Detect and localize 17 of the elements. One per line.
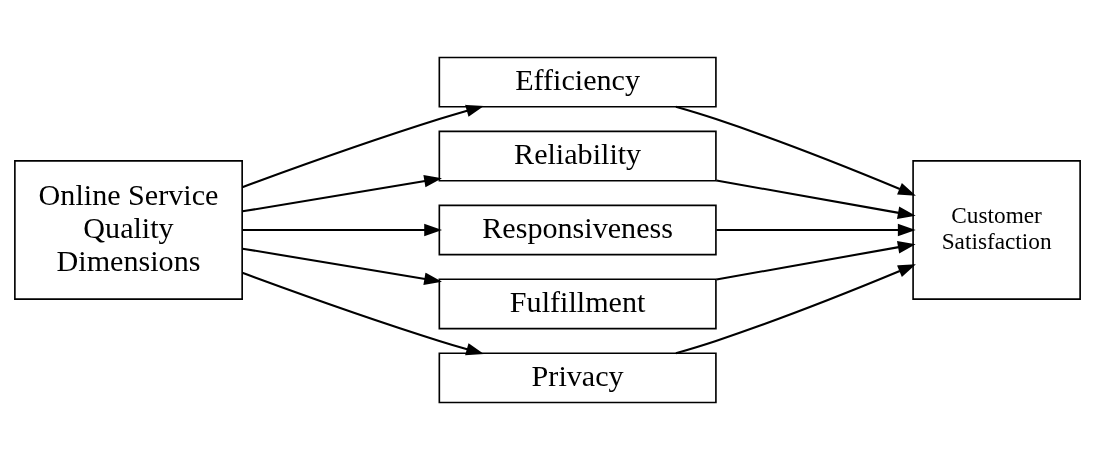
node-box: Fulfillment xyxy=(438,278,717,330)
arrow xyxy=(675,264,916,355)
arrow xyxy=(241,271,484,356)
arrow xyxy=(716,223,916,237)
arrow xyxy=(675,105,916,196)
node-box: Responsiveness xyxy=(438,204,717,256)
node-box: Efficiency xyxy=(438,56,717,108)
arrow xyxy=(242,223,443,237)
node-box: Online Service Quality Dimensions xyxy=(14,160,243,300)
arrow xyxy=(716,179,916,219)
arrow xyxy=(241,104,484,189)
arrow xyxy=(242,175,442,213)
node-box: Privacy xyxy=(438,352,717,404)
node-box: Reliability xyxy=(438,130,717,182)
arrow xyxy=(242,247,442,285)
arrow xyxy=(716,241,916,281)
node-box: Customer Satisfaction xyxy=(912,160,1081,300)
